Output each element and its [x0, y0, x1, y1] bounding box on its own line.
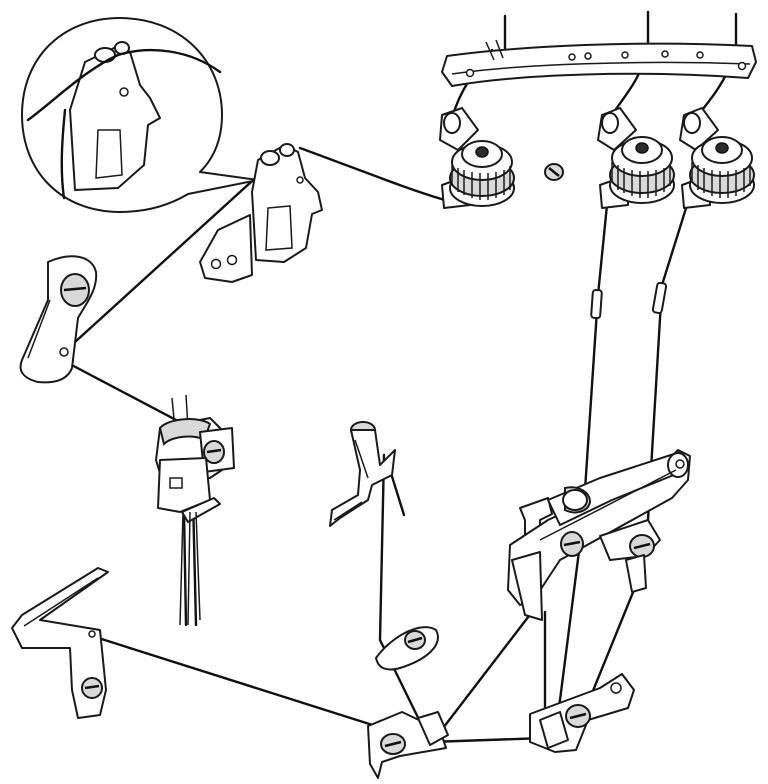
top-thread-guide-bar — [441, 39, 757, 87]
upper-looper — [329, 421, 396, 527]
thread-dial-left-to-guide — [298, 146, 447, 202]
needle-clamp-assembly — [155, 394, 235, 626]
inset-thread-1 — [26, 48, 222, 122]
inset-guide-part — [69, 41, 161, 191]
thread-sleeve-right — [651, 281, 668, 314]
inset-thread-2 — [60, 108, 67, 200]
tension-dial-center — [597, 107, 675, 209]
center-screw — [544, 163, 564, 181]
thread-looper-lower-left — [90, 634, 422, 742]
thread-bottom-across — [428, 736, 547, 744]
thread-upper-looper-down — [378, 453, 430, 740]
lower-looper — [11, 567, 109, 719]
bottom-center-guide — [367, 711, 449, 779]
thread-dial-center-down — [551, 203, 609, 740]
thread-up-to-assembly — [438, 610, 534, 734]
tension-dial-left — [439, 107, 515, 209]
bottom-right-guide — [529, 673, 635, 753]
upper-thread-guide — [199, 143, 323, 283]
thread-upper-looper-thin — [388, 468, 406, 517]
thread-sleeve-center — [590, 288, 603, 320]
tension-dial-right — [679, 107, 755, 209]
magnified-thread-guide-inset — [21, 17, 259, 213]
thread-guide-to-plate — [62, 170, 264, 354]
lower-left-guide — [375, 626, 439, 671]
looper-thread-guide-assembly — [507, 449, 691, 621]
left-thread-guide-plate — [19, 255, 98, 384]
